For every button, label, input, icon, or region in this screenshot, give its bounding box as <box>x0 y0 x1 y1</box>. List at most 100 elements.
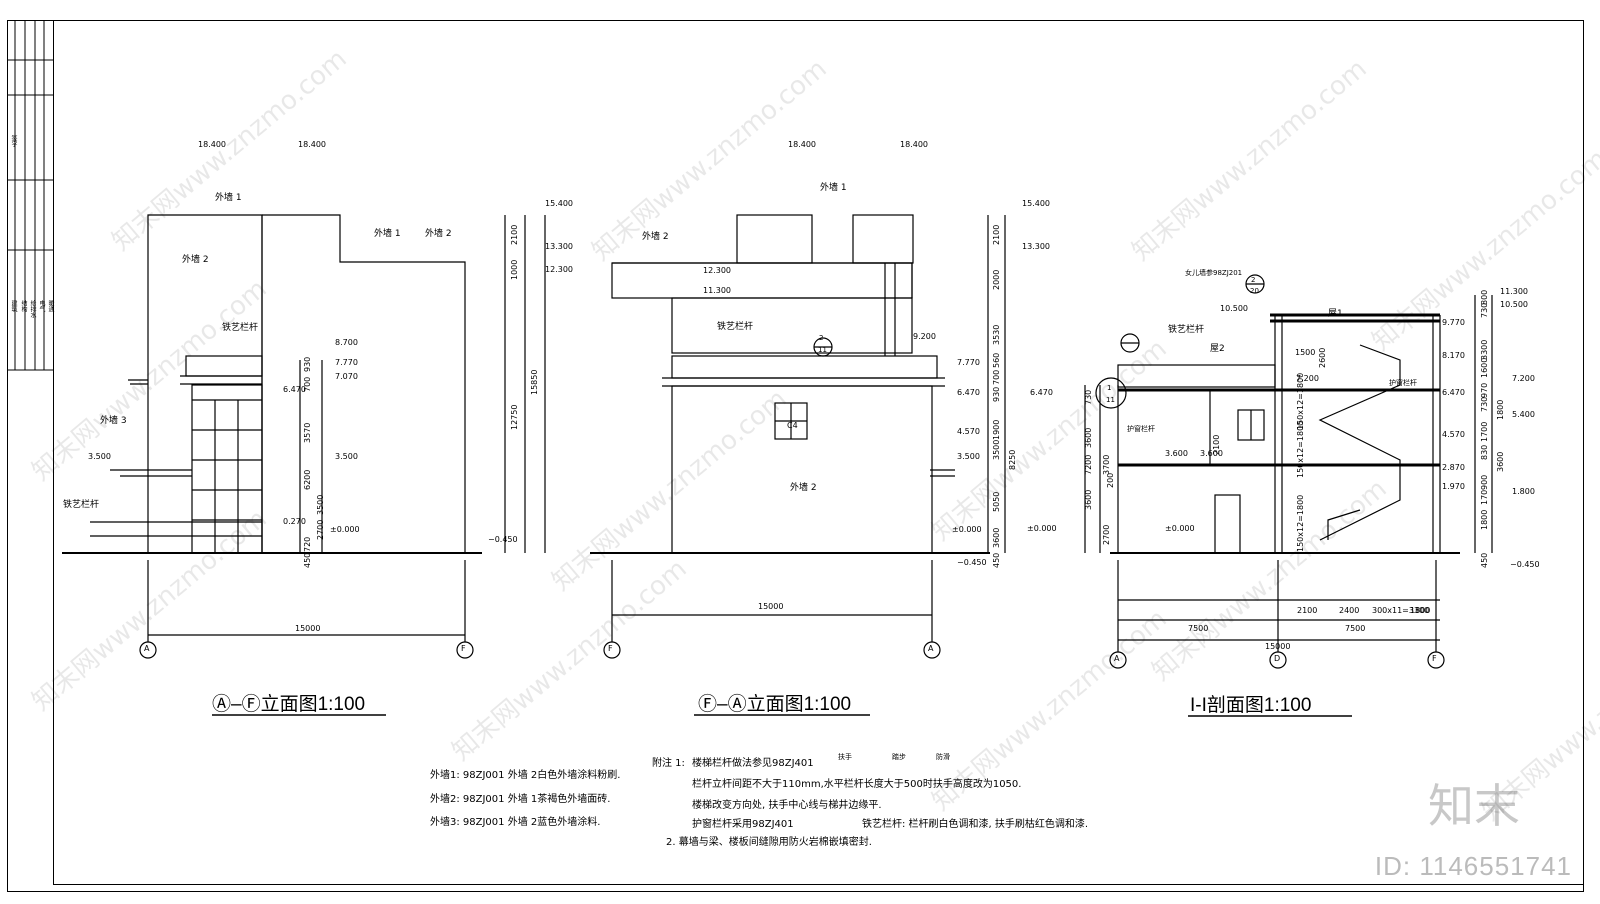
elevation-annotation: 3500 <box>316 494 325 515</box>
section-annotation: D <box>1274 654 1281 663</box>
elevation-annotation: 12.300 <box>545 265 573 274</box>
elevation-annotation: 外墙 2 <box>642 232 669 242</box>
elevation-annotation: 11.300 <box>703 286 731 295</box>
section-title: I-I剖面图1:100 <box>1190 695 1312 716</box>
section-annotation: 150x12=1800 <box>1296 494 1305 552</box>
elevation-annotation: 11 <box>818 346 827 354</box>
elevation-annotation: 3.500 <box>957 452 980 461</box>
elevation-annotation: 4.570 <box>957 427 980 436</box>
title-block-label: 给排水 <box>29 300 36 318</box>
section-annotation: 2100 <box>1297 606 1318 615</box>
note-line: 铁艺栏杆: 栏杆刷白色调和漆, 扶手刷枯红色调和漆. <box>862 819 1089 830</box>
elevation-annotation: 3600 <box>992 527 1001 548</box>
elevation-annotation: 外墙 2 <box>182 255 209 265</box>
section-annotation: −0.450 <box>1510 560 1540 569</box>
elevation-annotation: 5050 <box>992 491 1001 512</box>
asset-id: ID: 1146551741 <box>1374 851 1572 881</box>
title-block-label: 暖通 <box>47 300 54 312</box>
elevation-annotation: F <box>461 644 466 653</box>
section-annotation: 9.770 <box>1442 318 1465 327</box>
note-line: 2. 幕墙与梁、楼板间缝隙用防火岩棉嵌填密封. <box>666 837 872 848</box>
section-annotation: A <box>1114 654 1120 663</box>
elevation-annotation: 930 <box>992 386 1001 402</box>
elevation-annotation: 6.470 <box>957 388 980 397</box>
section-annotation: ±0.000 <box>1165 524 1195 533</box>
section-annotation: 7200 <box>1084 454 1093 475</box>
section-annotation: 3.600 <box>1200 449 1223 458</box>
section-annotation: 1800 <box>1496 399 1505 420</box>
elevation-annotation: 15.400 <box>545 199 573 208</box>
note-line: 楼梯改变方向处, 扶手中心线与梯井边缘平. <box>692 800 882 811</box>
section-annotation: 150x12=1800 <box>1296 420 1305 478</box>
section-annotation: 11.300 <box>1500 287 1528 296</box>
elevation-annotation: 3530 <box>992 324 1001 345</box>
elevation-annotation: 720 <box>303 536 312 552</box>
elevation-annotation: −0.450 <box>488 535 518 544</box>
elevation-annotation: 外墙 1 <box>215 193 242 203</box>
section-annotation: 1800 <box>1480 509 1489 530</box>
material-note: 外墙3: 98ZJ001 外墙 2蓝色外墙涂料. <box>430 817 601 828</box>
material-note: 外墙2: 98ZJ001 外墙 1茶褐色外墙面砖. <box>430 794 611 805</box>
section-annotation: 7.200 <box>1512 374 1535 383</box>
elevation-annotation: 8250 <box>1008 449 1017 470</box>
elevation-annotation: F <box>608 644 613 653</box>
drawing-titles <box>212 714 1352 717</box>
drawing-frame <box>53 20 1584 885</box>
note-line: 栏杆立杆间距不大于110mm,水平栏杆长度大于500时扶手高度改为1050. <box>692 779 1022 790</box>
section-annotation: 730 <box>1480 396 1489 412</box>
elevation-annotation: 15000 <box>758 602 784 611</box>
section-annotation: 3.600 <box>1165 449 1188 458</box>
section-annotation: 4.570 <box>1442 430 1465 439</box>
section-annotation: 屋2 <box>1210 344 1225 354</box>
section-annotation: 730 <box>1480 302 1489 318</box>
section-annotation: 730 <box>1084 389 1093 405</box>
elevation-annotation: ±0.000 <box>330 525 360 534</box>
elevation-annotation: 2700 <box>316 519 325 540</box>
elevation-annotation: 铁艺栏杆 <box>63 500 100 510</box>
elevation-annotation: 18.400 <box>298 140 326 149</box>
section-annotation: 10.500 <box>1500 300 1528 309</box>
elevation-annotation: 2100 <box>510 224 519 245</box>
elevation-annotation: A <box>144 644 150 653</box>
note-ref: 扶手 <box>838 753 852 761</box>
elevation-annotation: 铁艺栏杆 <box>222 323 259 333</box>
title-block-label: 建筑 <box>10 300 17 312</box>
note-line: 楼梯栏杆做法参见98ZJ401 <box>692 758 814 769</box>
section-annotation: 1.970 <box>1442 482 1465 491</box>
note-line: 护窗栏杆采用98ZJ401 <box>692 819 794 830</box>
elevation-annotation: 1900 <box>992 419 1001 440</box>
section-annotation: 11 <box>1106 396 1115 404</box>
elevation-annotation: 6200 <box>303 469 312 490</box>
elevation-annotation: 铁艺栏杆 <box>717 322 754 332</box>
elevation-annotation: 700 <box>303 376 312 392</box>
section-annotation: 2400 <box>1339 606 1360 615</box>
elevation-annotation: 560 <box>992 352 1001 368</box>
elevation-annotation: 3.500 <box>88 452 111 461</box>
section-annotation: 3600 <box>1084 489 1093 510</box>
section-annotation: 3600 <box>1084 427 1093 448</box>
section-annotation: 970 <box>1480 382 1489 398</box>
section-annotation: 5.400 <box>1512 410 1535 419</box>
section-annotation: 1.800 <box>1512 487 1535 496</box>
elevation-annotation: 13.300 <box>1022 242 1050 251</box>
title-block-label: 结构 <box>20 300 27 312</box>
elevation-annotation: 8.700 <box>335 338 358 347</box>
section-annotation: 830 <box>1480 444 1489 460</box>
elevation-annotation: 2100 <box>992 224 1001 245</box>
elevation-f-a-title: Ⓕ–Ⓐ立面图1:100 <box>698 694 852 715</box>
elevation-annotation: 700 <box>992 369 1001 385</box>
elevation-annotation: −0.450 <box>957 558 987 567</box>
elevation-annotation: 18.400 <box>198 140 226 149</box>
section-annotation: 1 <box>1107 384 1112 392</box>
elevation-annotation: 12.300 <box>703 266 731 275</box>
elevation-annotation: 外墙 1 <box>820 183 847 193</box>
section-annotation: 1600 <box>1480 357 1489 378</box>
title-block-label: 签字 <box>10 135 17 147</box>
section-annotation: 2600 <box>1318 347 1327 368</box>
title-block-label: 电气 <box>38 300 45 312</box>
section-i-i <box>1084 274 1493 669</box>
section-annotation: 2700 <box>1102 524 1111 545</box>
elevation-annotation: 15000 <box>295 624 321 633</box>
section-annotation: 屋1 <box>1328 309 1343 319</box>
